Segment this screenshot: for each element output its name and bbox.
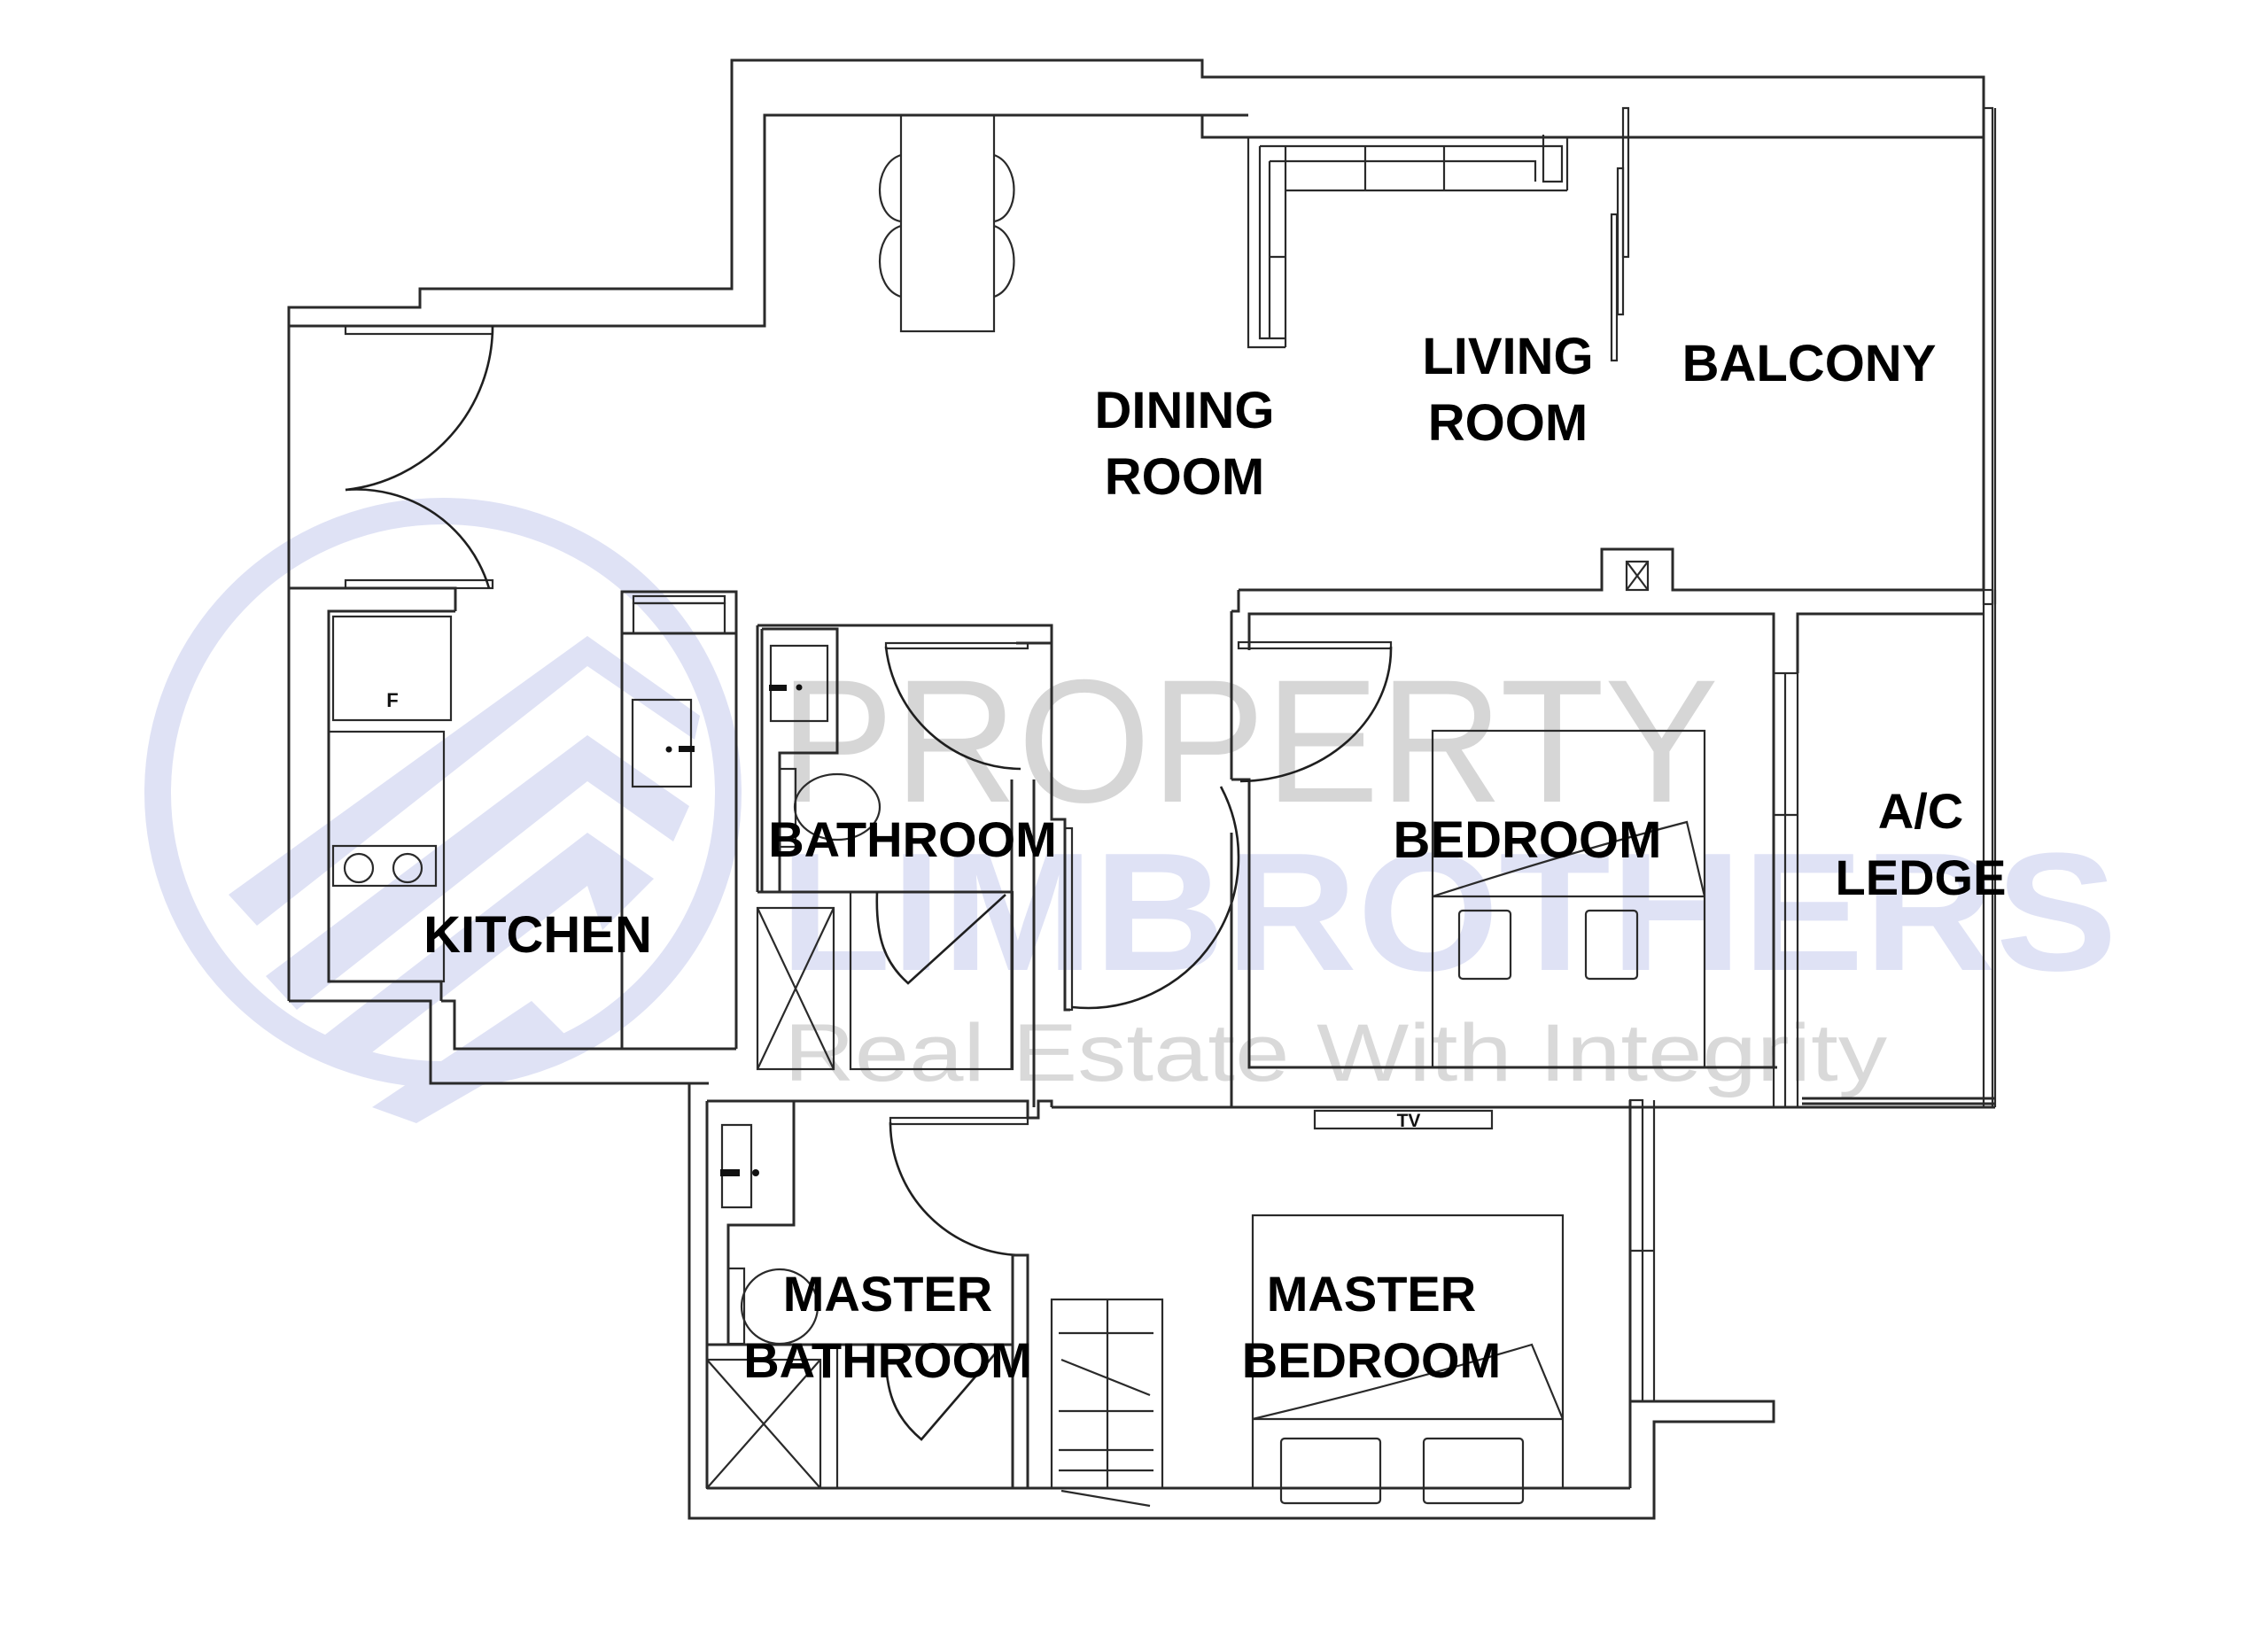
tv-unit [1313,1109,1494,1130]
label-dining-room-1: DINING [1095,382,1275,439]
sofa [1247,135,1569,349]
label-kitchen: KITCHEN [423,906,652,964]
sliding-doors [1610,106,1630,362]
label-fridge: F [386,689,398,711]
service-shaft [1231,547,1984,613]
label-living-room-1: LIVING [1422,328,1593,385]
corridor-door [1050,643,1240,1012]
dining-table [878,113,1015,333]
wardrobe [1050,1298,1164,1508]
label-bedroom: BEDROOM [1394,811,1662,869]
label-living-room-2: ROOM [1428,394,1588,452]
watermark-logo [144,498,742,1123]
label-bathroom: BATHROOM [768,811,1057,867]
label-balcony: BALCONY [1682,335,1937,392]
room-labels: DINING ROOM LIVING ROOM BALCONY KITCHEN … [386,328,2006,1388]
label-master-bedroom-1: MASTER [1267,1266,1476,1322]
logo-house-icon [229,636,700,926]
ac-ledge-area [1796,77,1997,1109]
master-bedroom-area [1052,1100,1632,1505]
label-ac-ledge-2: LEDGE [1836,849,2007,905]
label-master-bathroom-2: BATHROOM [743,1332,1032,1388]
label-tv: TV [1397,1111,1421,1131]
label-dining-room-2: ROOM [1105,448,1264,506]
kitchen-area [289,586,738,1051]
bathroom-area [756,624,1053,1107]
logo-stripe-icon [306,833,654,1067]
label-ac-ledge-1: A/C [1878,783,1963,839]
watermark-limbrothers: LIMBROTHERS [780,818,2117,1006]
watermark-tagline: Real Estate With Integrity [784,1008,1887,1098]
label-master-bedroom-2: BEDROOM [1242,1332,1501,1388]
logo-stripe-icon [266,735,689,1010]
logo-stripe-icon [372,1001,567,1123]
label-master-bathroom-1: MASTER [783,1266,992,1322]
